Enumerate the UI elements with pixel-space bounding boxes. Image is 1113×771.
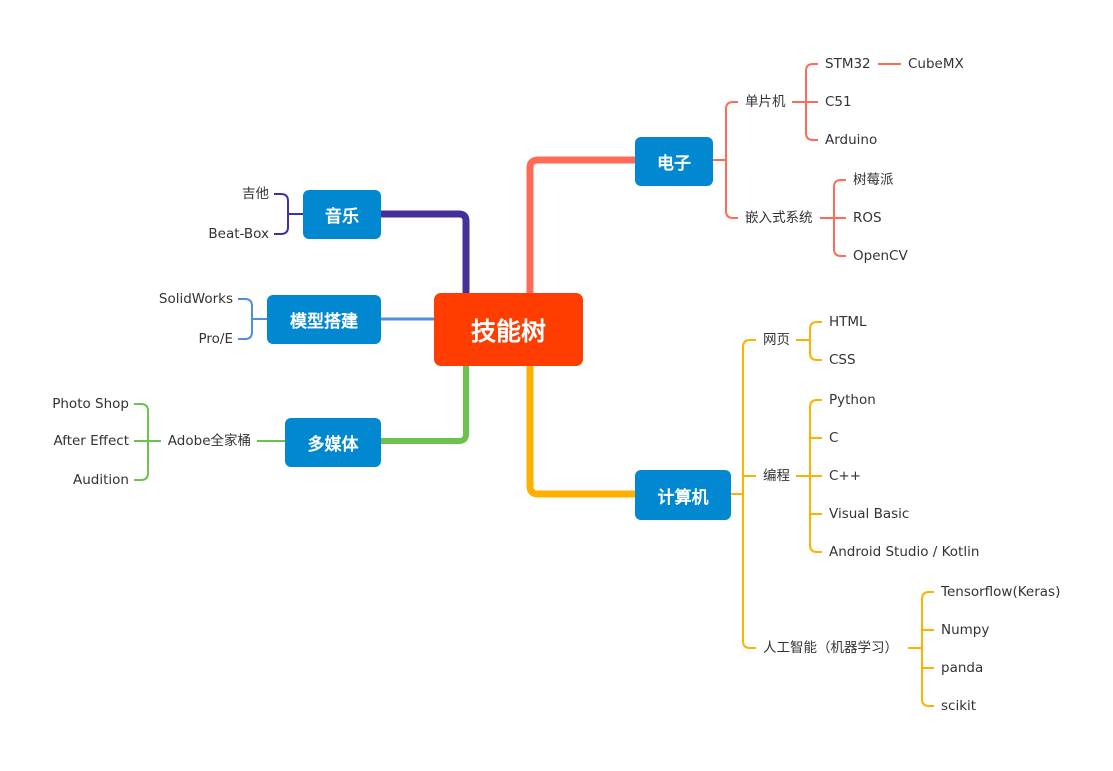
connector-music [380, 210, 470, 293]
topic-panda[interactable]: panda [941, 660, 984, 676]
topic-html[interactable]: HTML [829, 314, 867, 330]
topic-stm32[interactable]: STM32 [825, 56, 871, 72]
topic-web[interactable]: 网页 [763, 332, 790, 348]
topic-c51[interactable]: C51 [825, 94, 852, 110]
topic-numpy[interactable]: Numpy [941, 622, 990, 638]
topic-ai[interactable]: 人工智能（机器学习） [763, 640, 898, 656]
topic-photoshop[interactable]: Photo Shop [52, 396, 129, 412]
topic-tensorflow[interactable]: Tensorflow(Keras) [941, 584, 1061, 600]
topic-raspberry-pi[interactable]: 树莓派 [853, 172, 894, 188]
topic-solidworks[interactable]: SolidWorks [158, 291, 233, 307]
topic-guitar[interactable]: 吉他 [242, 186, 269, 202]
topic-adobe-suite[interactable]: Adobe全家桶 [167, 433, 251, 449]
node-music[interactable]: 音乐 [303, 190, 381, 239]
topic-arduino[interactable]: Arduino [825, 132, 878, 148]
connector-electronics [526, 156, 636, 293]
topic-embedded[interactable]: 嵌入式系统 [745, 210, 813, 226]
topic-single-chip[interactable]: 单片机 [745, 94, 786, 110]
topic-cubemx[interactable]: CubeMX [908, 56, 964, 72]
topic-audition[interactable]: Audition [73, 472, 129, 488]
topic-cpp[interactable]: C++ [829, 468, 862, 484]
topic-scikit[interactable]: scikit [941, 698, 977, 714]
topic-beatbox[interactable]: Beat-Box [208, 226, 269, 242]
node-computer[interactable]: 计算机 [635, 470, 731, 520]
connector-computer [526, 366, 636, 498]
connector-multimedia [380, 366, 469, 444]
node-electronics[interactable]: 电子 [635, 137, 713, 186]
topic-python[interactable]: Python [829, 392, 876, 408]
topic-c[interactable]: C [829, 430, 839, 446]
topic-proe[interactable]: Pro/E [198, 331, 234, 347]
topic-android-kotlin[interactable]: Android Studio / Kotlin [829, 544, 980, 560]
topic-after-effect[interactable]: After Effect [53, 433, 129, 449]
topic-opencv[interactable]: OpenCV [853, 248, 908, 264]
topic-ros[interactable]: ROS [853, 210, 882, 226]
topic-visual-basic[interactable]: Visual Basic [829, 506, 910, 522]
node-modeling[interactable]: 模型搭建 [267, 295, 381, 344]
root-node[interactable]: 技能树 [434, 293, 583, 366]
topic-programming[interactable]: 编程 [763, 468, 790, 484]
node-multimedia[interactable]: 多媒体 [285, 418, 381, 467]
topic-css[interactable]: CSS [829, 352, 856, 368]
